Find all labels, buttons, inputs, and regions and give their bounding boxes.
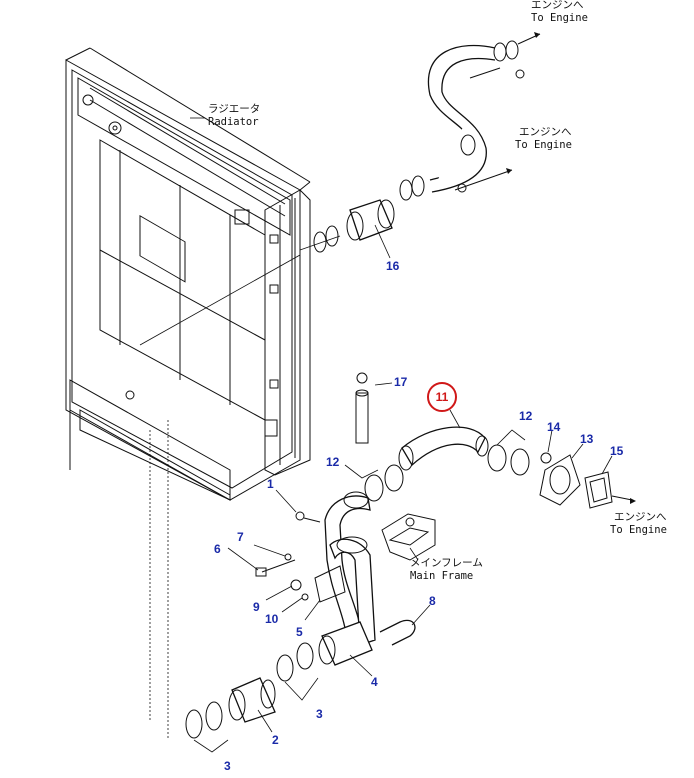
hose-11[interactable] [401,426,486,467]
radiator-label-en: Radiator [208,116,259,128]
callout-5[interactable]: 5 [296,625,303,639]
callout-10[interactable]: 10 [265,612,279,626]
radiator-assembly [65,47,311,501]
to-engine-label-jp-bottom: エンジンへ [614,511,667,523]
callout-16[interactable]: 16 [386,259,400,273]
callout-14[interactable]: 14 [547,420,561,434]
callout-6[interactable]: 6 [214,542,221,556]
lower-hose-assembly [149,372,636,753]
callout-9[interactable]: 9 [253,600,260,614]
upper-hose-assembly [139,32,541,346]
callout-3-upper[interactable]: 3 [316,707,323,721]
callout-12-left[interactable]: 12 [326,455,340,469]
main-frame-label-en: Main Frame [410,570,473,582]
to-engine-label-jp-mid: エンジンへ [519,126,572,138]
to-engine-label-jp-top: エンジンへ [531,0,584,11]
callout-8[interactable]: 8 [429,594,436,608]
callout-7[interactable]: 7 [237,530,244,544]
callout-1[interactable]: 1 [267,477,274,491]
callout-11[interactable]: 11 [436,390,449,404]
highlight-circle [427,382,457,412]
to-engine-label-en-bottom: To Engine [610,524,667,536]
callout-15[interactable]: 15 [610,444,624,458]
callout-12-right[interactable]: 12 [519,409,533,423]
to-engine-label-en-top: To Engine [531,12,588,24]
to-engine-label-en-mid: To Engine [515,139,572,151]
callout-4[interactable]: 4 [371,675,378,689]
callout-3-lower[interactable]: 3 [224,759,231,773]
callout-13[interactable]: 13 [580,432,594,446]
main-frame-label-jp: メインフレーム [410,557,483,569]
radiator-label-jp: ラジエータ [208,103,260,115]
callout-2[interactable]: 2 [272,733,279,747]
callout-17[interactable]: 17 [394,375,408,389]
